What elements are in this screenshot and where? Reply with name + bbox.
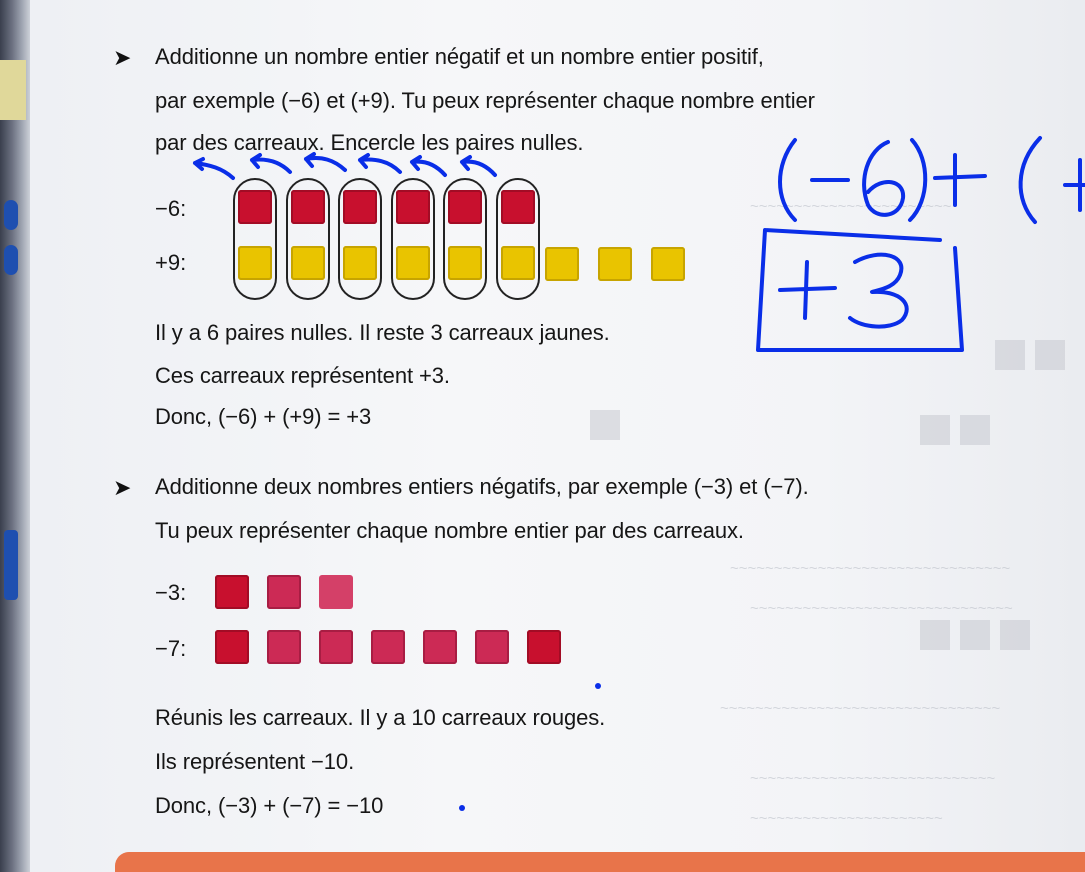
red-tile xyxy=(423,630,457,664)
bullet-arrow: ➤ xyxy=(113,475,132,500)
ink-dot xyxy=(595,683,601,689)
handwritten-plus-answer xyxy=(778,260,837,320)
bleed-through-tile xyxy=(920,415,950,445)
pair-arrow xyxy=(410,155,447,177)
red-tile xyxy=(527,630,561,664)
bleed-through-text: ~~~~~~~~~~~~~~~~~~~~~~~~~~~~~~ xyxy=(750,600,1013,617)
textbook-page: ~~~~~~~~~~~~~~~~~~~~~~~ ~~~~~~~~~~~~~~~~… xyxy=(30,0,1085,872)
zero-pair-circle xyxy=(495,178,540,300)
row-label-minus7: −7: xyxy=(155,636,187,661)
handwritten-three xyxy=(848,252,909,329)
blue-tab-marker xyxy=(4,245,18,275)
bleed-through-text: ~~~~~~~~~~~~~~~~~~~~~~~~~~~~~~~~ xyxy=(730,560,1011,577)
zero-pair-circle xyxy=(285,178,330,300)
red-tile xyxy=(319,575,353,609)
handwritten-open-paren-2 xyxy=(1018,136,1042,224)
red-tile xyxy=(215,630,249,664)
bleed-through-text: ~~~~~~~~~~~~~~~~~~~~~~~~~~~~~~~~ xyxy=(720,700,1001,717)
pair-arrow xyxy=(193,157,235,180)
row-label-plus9: +9: xyxy=(155,250,187,275)
handwritten-plus xyxy=(933,153,987,207)
section1-result-line3: Donc, (−6) + (+9) = +3 xyxy=(155,404,372,429)
yellow-tile xyxy=(651,247,685,281)
red-tile xyxy=(267,575,301,609)
handwritten-six xyxy=(862,140,906,217)
row-label-minus6: −6: xyxy=(155,196,187,221)
section2-intro-line1: Additionne deux nombres entiers négatifs… xyxy=(155,474,809,499)
red-tile xyxy=(343,190,377,224)
handwritten-close-paren xyxy=(908,138,928,222)
zero-pair-circle xyxy=(338,178,382,300)
bullet-arrow: ➤ xyxy=(113,45,132,70)
red-tile xyxy=(267,630,301,664)
section2-intro-line2: Tu peux représenter chaque nombre entier… xyxy=(155,518,744,543)
zero-pair-circle xyxy=(233,178,277,300)
section1-intro-line3: par des carreaux. Encercle les paires nu… xyxy=(155,130,584,155)
bleed-through-tile xyxy=(960,415,990,445)
yellow-tile xyxy=(598,247,632,281)
red-tile xyxy=(215,575,249,609)
section1-result-line1: Il y a 6 paires nulles. Il reste 3 carre… xyxy=(155,320,610,345)
page-edge-tab xyxy=(0,60,26,120)
red-tile xyxy=(371,630,405,664)
row-label-minus3: −3: xyxy=(155,580,187,605)
bleed-through-text: ~~~~~~~~~~~~~~~~~~~~~~ xyxy=(750,810,943,827)
ink-dot xyxy=(459,805,465,811)
bleed-through-tile xyxy=(960,620,990,650)
red-tile xyxy=(290,190,325,224)
red-tile xyxy=(238,190,272,224)
section1-intro-line1: Additionne un nombre entier négatif et u… xyxy=(155,44,764,69)
pair-arrow xyxy=(358,153,402,174)
handwritten-open-paren xyxy=(778,138,797,222)
red-tile xyxy=(395,190,430,224)
yellow-tile xyxy=(238,246,272,280)
blue-tab-marker xyxy=(4,530,18,600)
answer-box xyxy=(756,228,964,352)
pair-arrow xyxy=(460,155,497,177)
bleed-through-tile xyxy=(995,340,1025,370)
bleed-through-text: ~~~~~~~~~~~~~~~~~~~~~~~~~~~~ xyxy=(750,770,996,787)
red-tile xyxy=(448,190,482,224)
pair-arrow xyxy=(250,153,292,174)
section1-intro-line2: par exemple (−6) et (+9). Tu peux représ… xyxy=(155,88,815,113)
yellow-tile xyxy=(448,246,482,280)
section2-result-line3: Donc, (−3) + (−7) = −10 xyxy=(155,793,384,818)
bleed-through-tile xyxy=(920,620,950,650)
pair-arrow xyxy=(304,152,347,172)
blue-tab-marker xyxy=(4,200,18,230)
bleed-through-tile xyxy=(1035,340,1065,370)
zero-pair-circle xyxy=(390,178,435,300)
yellow-tile xyxy=(290,246,325,280)
yellow-tile xyxy=(545,247,579,281)
yellow-tile xyxy=(395,246,430,280)
red-tile xyxy=(475,630,509,664)
zero-pair-circle xyxy=(443,178,487,300)
handwritten-plus-partial xyxy=(1063,158,1085,212)
section2-result-line1: Réunis les carreaux. Il y a 10 carreaux … xyxy=(155,705,606,730)
bleed-through-tile xyxy=(590,410,620,440)
red-tile xyxy=(500,190,535,224)
section1-result-line2: Ces carreaux représentent +3. xyxy=(155,363,450,388)
bottom-orange-band xyxy=(115,852,1085,872)
book-binding xyxy=(0,0,30,872)
bleed-through-tile xyxy=(1000,620,1030,650)
red-tile xyxy=(319,630,353,664)
section2-result-line2: Ils représentent −10. xyxy=(155,749,355,774)
yellow-tile xyxy=(343,246,377,280)
yellow-tile xyxy=(500,246,535,280)
